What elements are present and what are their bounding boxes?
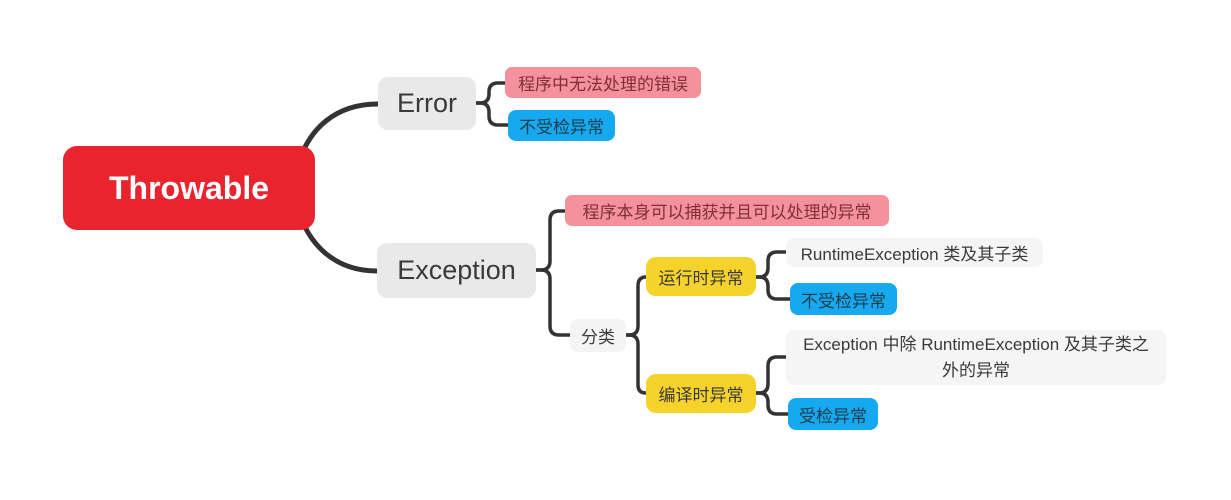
node-error[interactable]: Error	[378, 77, 476, 130]
edge-category-compile	[624, 333, 648, 395]
edge-compile-tag	[754, 391, 790, 416]
node-compile-description[interactable]: Exception 中除 RuntimeException 及其子类之外的异常	[786, 330, 1166, 385]
node-compile-exception[interactable]: 编译时异常	[646, 374, 756, 413]
node-category[interactable]: 分类	[570, 319, 626, 352]
edge-compile-desc	[754, 355, 788, 395]
edge-exception-desc	[534, 209, 567, 272]
node-exception[interactable]: Exception	[377, 243, 536, 298]
node-throwable[interactable]: Throwable	[63, 146, 315, 230]
edge-error-tag	[474, 101, 510, 127]
edge-runtime-desc	[754, 250, 788, 279]
node-runtime-exception[interactable]: 运行时异常	[646, 257, 756, 296]
node-error-description[interactable]: 程序中无法处理的错误	[505, 67, 701, 98]
edge-runtime-tag	[754, 275, 792, 301]
node-runtime-unchecked-tag[interactable]: 不受检异常	[790, 283, 897, 315]
edge-exception-category	[534, 268, 572, 337]
edge-category-runtime	[624, 275, 648, 337]
node-error-unchecked-tag[interactable]: 不受检异常	[508, 110, 615, 141]
node-compile-checked-tag[interactable]: 受检异常	[788, 398, 878, 430]
node-runtime-description[interactable]: RuntimeException 类及其子类	[786, 238, 1043, 267]
edge-error-desc	[474, 81, 507, 105]
node-exception-description[interactable]: 程序本身可以捕获并且可以处理的异常	[565, 195, 889, 226]
